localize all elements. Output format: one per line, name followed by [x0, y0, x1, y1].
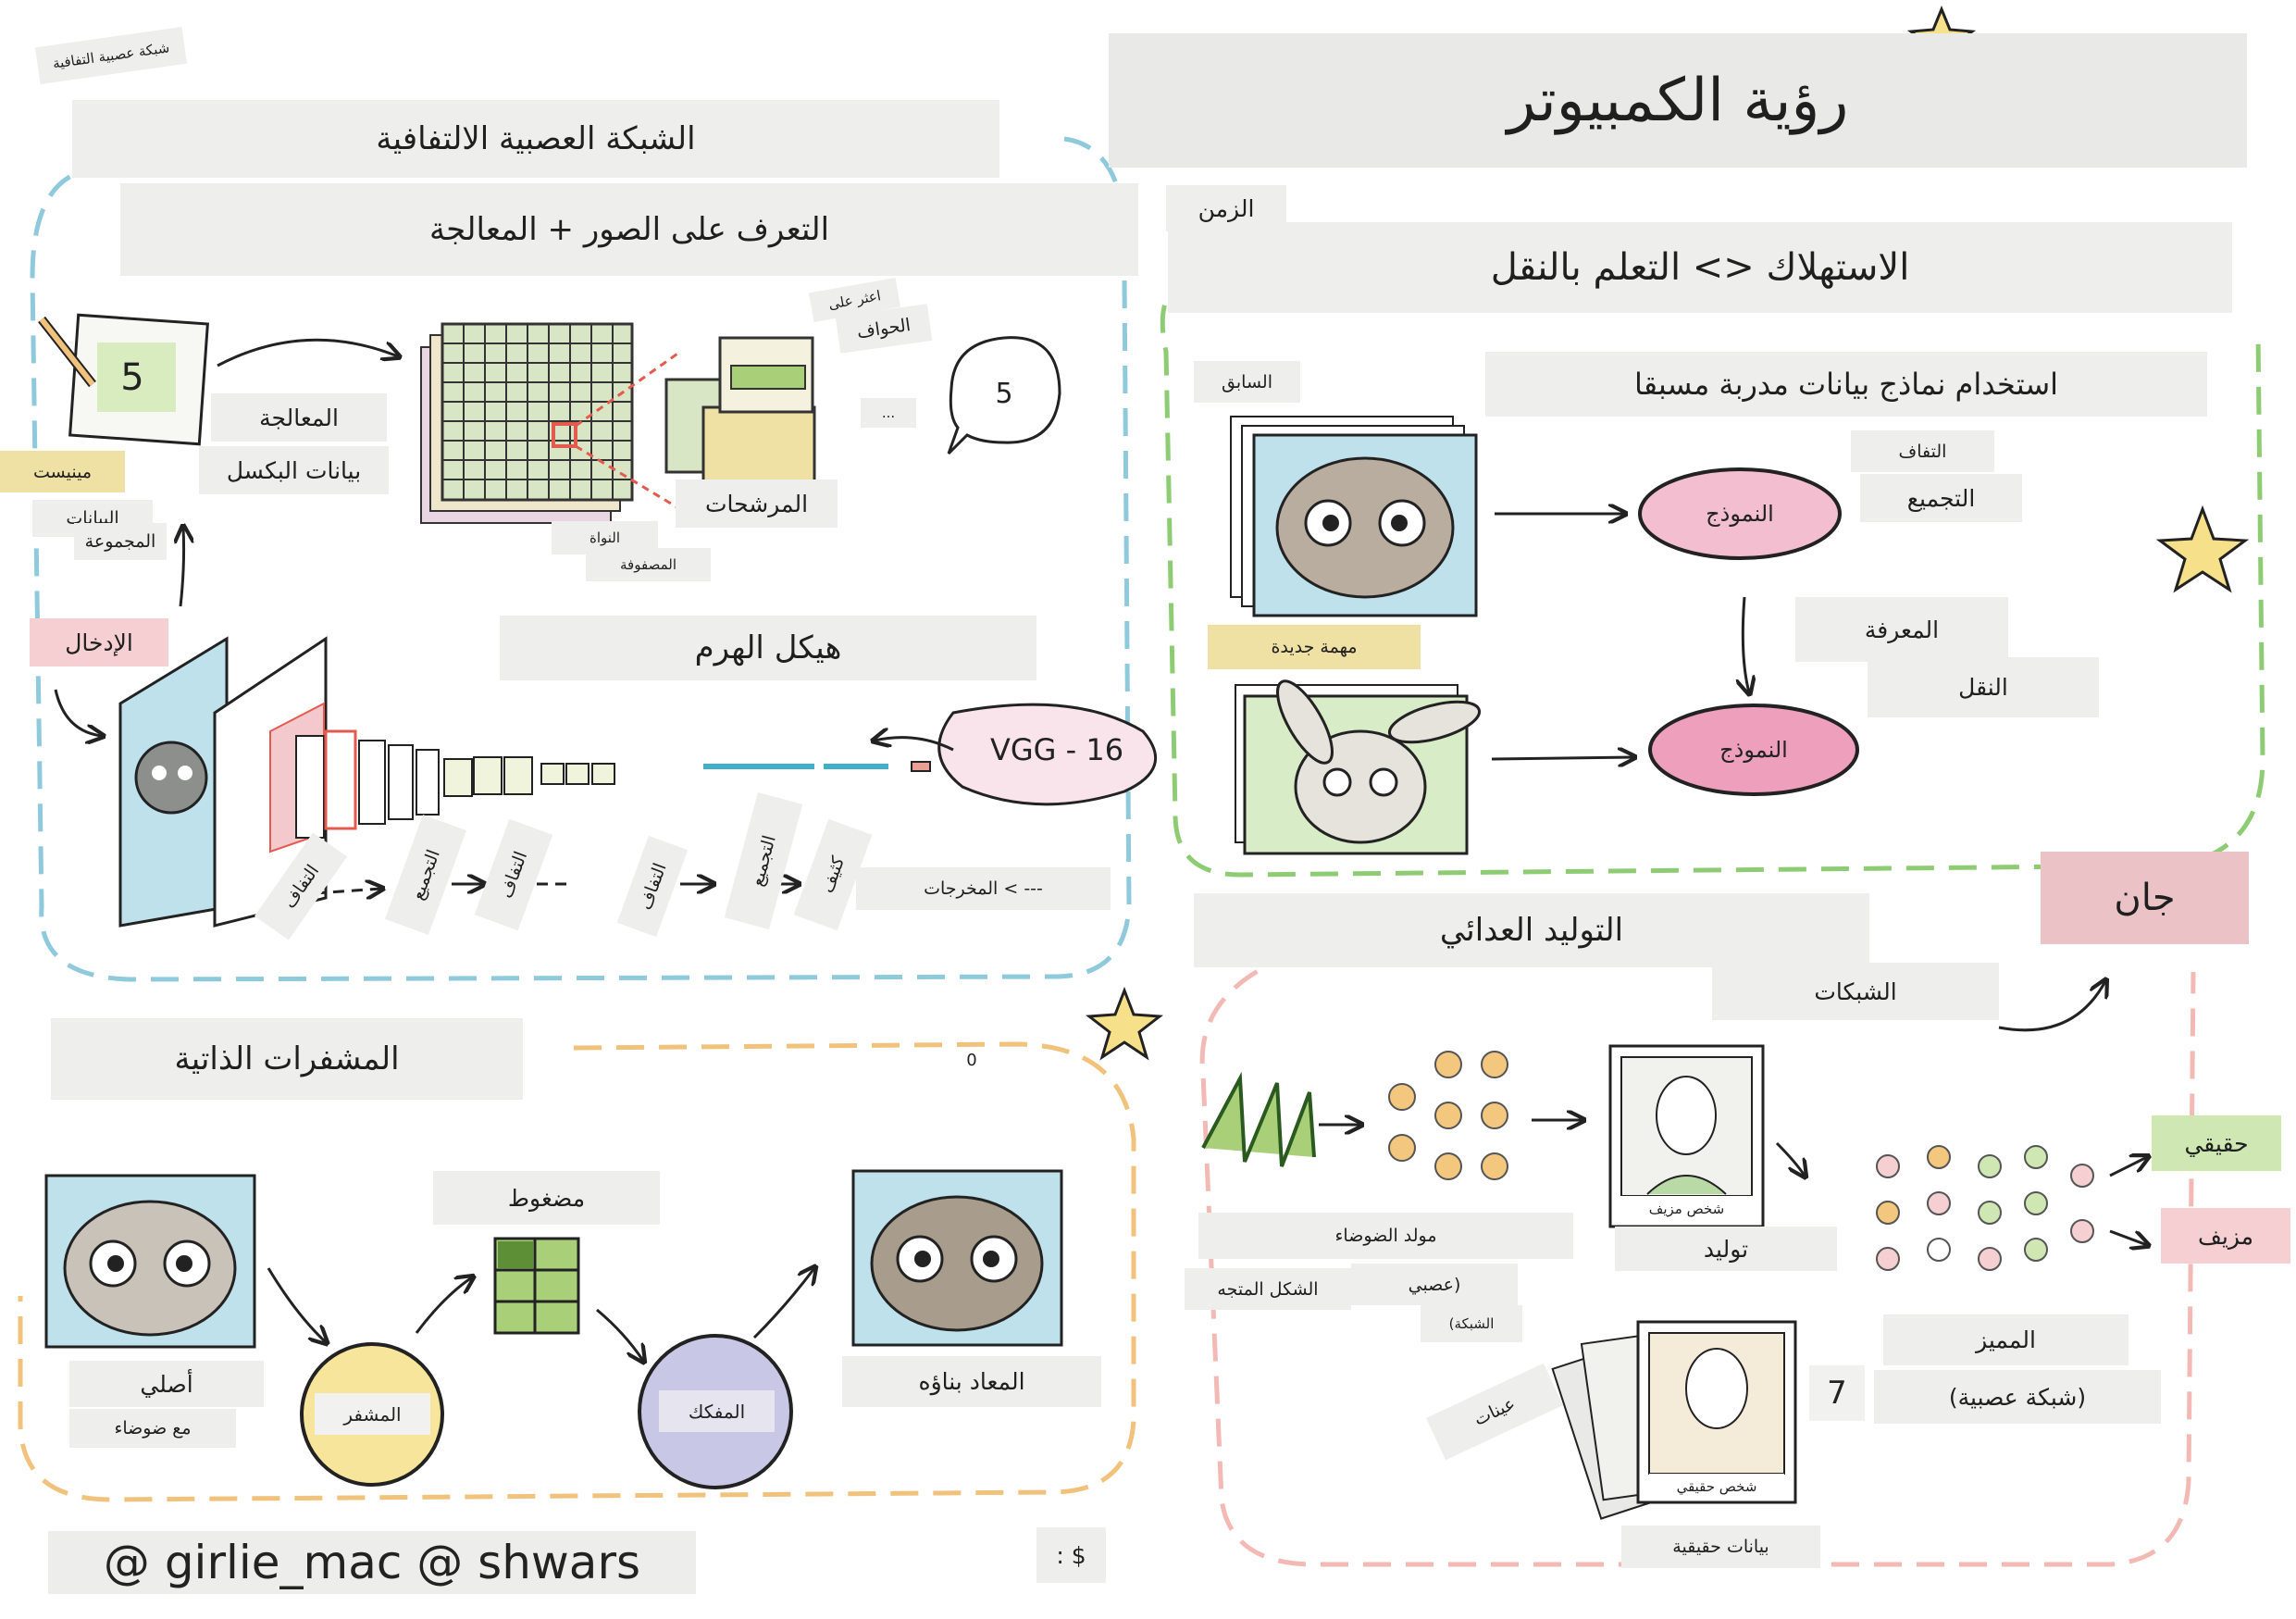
decoder-label: المفكك — [659, 1390, 775, 1432]
gan-section-border — [1199, 951, 2196, 1567]
layer-flow-arrows — [314, 884, 798, 893]
vgg-bubble — [937, 703, 1158, 806]
transfer-section-border — [1160, 275, 2265, 878]
arrow-to-grid — [217, 338, 398, 367]
arrow-fake — [2109, 1229, 2147, 1245]
filters-drawing — [664, 336, 816, 511]
gan-title: التوليد العدائي — [1194, 893, 1869, 967]
noise-generator-label: مولد الضوضاء — [1198, 1213, 1573, 1259]
mnist-label: مينيست — [0, 451, 125, 492]
cnn-pyramid — [118, 636, 931, 928]
filters-label: المرشحات — [676, 479, 838, 528]
page-title: رؤية الكمبيوتر — [1109, 33, 2247, 168]
vgg-label: VGG - 16 — [989, 732, 1124, 767]
arrow-model-bottom — [1491, 757, 1633, 759]
discriminator-network — [1876, 1145, 2094, 1271]
pixel-grid — [420, 322, 634, 524]
arrow-to-reconstructed — [752, 1268, 814, 1339]
star-icon — [2155, 504, 2250, 593]
star-icon — [1085, 986, 1164, 1061]
compressed-code — [493, 1237, 580, 1335]
discriminator-label: المميز — [1883, 1314, 2128, 1365]
cnn-subtitle: التعرف على الصور + المعالجة — [120, 183, 1138, 276]
processing-label: المعالجة — [211, 393, 387, 442]
noise-scribble — [1201, 1071, 1316, 1167]
pool-label: التجميع — [1860, 474, 2022, 522]
outputs-label: --- > المخرجات — [856, 867, 1111, 910]
prediction-bubble — [947, 336, 1061, 455]
prediction-value: 5 — [995, 377, 1013, 410]
autoencoder-section-border — [18, 1041, 1136, 1502]
transfer-subtitle: استخدام نماذج بيانات مدربة مسبقا — [1485, 352, 2207, 417]
vector-shape-label: الشكل المتجه — [1185, 1268, 1351, 1310]
previous-label: السابق — [1194, 361, 1300, 403]
real-samples-photos — [1551, 1320, 1797, 1520]
small-zero-label: 0 — [966, 1050, 977, 1070]
new-task-image — [1235, 679, 1482, 855]
transfer-word-label: النقل — [1868, 657, 2099, 717]
autoencoder-title: المشفرات الذاتية — [51, 1018, 523, 1100]
ellipsis-label: ... — [861, 398, 916, 428]
real-person-label: شخص حقيقي — [1649, 1474, 1784, 1500]
previous-task-image — [1230, 416, 1478, 617]
knowledge-label: المعرفة — [1795, 597, 2008, 662]
original-label: أصلي — [69, 1361, 264, 1407]
arrow-vgg — [875, 738, 954, 752]
generate-label: توليد — [1615, 1227, 1837, 1271]
new-task-label: مهمة جديدة — [1208, 625, 1421, 669]
model-top-shape — [1638, 467, 1842, 560]
reconstructed-label: المعاد بناؤه — [842, 1356, 1101, 1407]
fake-label: مزيف — [2161, 1208, 2290, 1264]
cnn-title: الشبكة العصبية الالتفافية — [72, 100, 999, 178]
dataset-bottom-label: المجموعة — [74, 523, 167, 560]
arrow-to-decoder — [596, 1308, 643, 1361]
compressed-label: مضغوط — [433, 1171, 660, 1225]
generator-network — [1388, 1051, 1508, 1180]
arrow-input — [54, 689, 102, 736]
model-bottom-label: النموذج — [1719, 737, 1788, 763]
arrow-to-discriminator — [1775, 1141, 1805, 1176]
gan-badge: جان — [2041, 852, 2249, 944]
model-top-label: النموذج — [1706, 501, 1774, 527]
arrow-to-compressed — [415, 1277, 472, 1334]
fake-person-label: شخص مزيف — [1620, 1196, 1754, 1222]
matrix-label: المصفوفة — [586, 548, 711, 581]
digit-paper-icon — [38, 313, 209, 446]
real-label: حقيقي — [2152, 1115, 2281, 1171]
arrow-real — [2109, 1157, 2147, 1177]
pixel-data-label: بيانات البكسل — [199, 446, 389, 494]
arrow-networks-to-gan — [1998, 981, 2105, 1032]
arrow-to-encoder — [267, 1267, 326, 1342]
tag-marks-label: : $ — [1036, 1527, 1106, 1583]
neural-label: (عصبي — [1351, 1264, 1518, 1305]
original-image — [44, 1174, 256, 1349]
networks-label: الشبكات — [1712, 963, 1999, 1020]
with-noise-label: مع ضوضاء — [69, 1409, 236, 1448]
pyramid-label: هيكل الهرم — [500, 616, 1036, 680]
encoder-label: المشفر — [315, 1393, 430, 1435]
real-data-label: بيانات حقيقية — [1621, 1526, 1820, 1568]
model-bottom-shape — [1648, 704, 1859, 796]
arrow-knowledge-transfer — [1743, 596, 1749, 692]
reconstructed-image — [851, 1169, 1063, 1347]
input-label: الإدخال — [30, 618, 168, 666]
arrow-data-up — [180, 528, 184, 607]
transfer-title: الاستهلاك <> التعلم بالنقل — [1168, 222, 2232, 313]
network-label: الشبكة) — [1421, 1305, 1522, 1342]
conv-label: التفاف — [1851, 430, 1994, 472]
neural-network-label: (شبكة عصبية) — [1874, 1370, 2161, 1424]
kernel-lines — [575, 350, 681, 511]
seven-label: 7 — [1809, 1365, 1865, 1421]
digit-label: 5 — [120, 356, 144, 399]
credit-line: @ girlie_mac @ shwars — [48, 1531, 696, 1594]
